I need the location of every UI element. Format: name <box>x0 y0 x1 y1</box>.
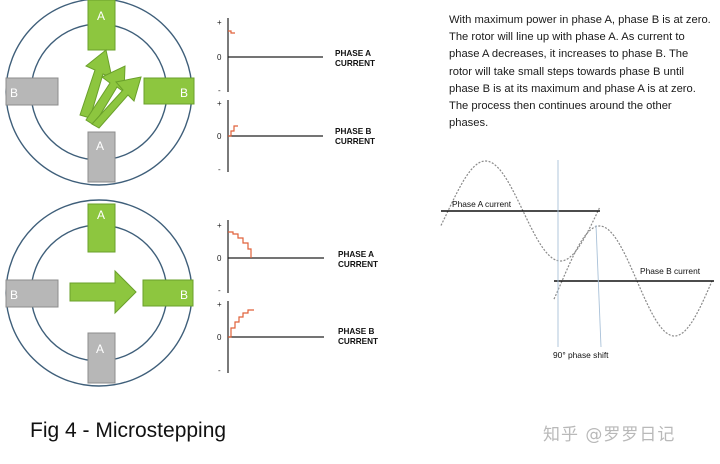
svg-text:+: + <box>217 221 222 230</box>
phase-b-wave <box>553 225 713 337</box>
svg-text:0: 0 <box>217 53 222 62</box>
watermark: 知乎 @罗罗日记 <box>543 425 676 445</box>
pole-a-bottom-label: A <box>96 139 104 153</box>
svg-text:+: + <box>217 18 222 27</box>
graph-top-phase-a: + 0 - PHASE A CURRENT <box>217 18 375 95</box>
pole-a-top <box>87 203 116 253</box>
pole-a-bottom-label: A <box>96 342 104 356</box>
pole-b-left <box>5 77 59 106</box>
phase-b-label: PHASE B <box>335 127 371 136</box>
pole-b-left-label: B <box>10 288 18 302</box>
svg-text:-: - <box>218 165 221 174</box>
pole-b-right <box>143 77 195 105</box>
pole-a-bottom <box>87 131 116 183</box>
pole-b-right-label: B <box>180 86 188 100</box>
svg-text:0: 0 <box>217 333 222 342</box>
svg-text:+: + <box>217 300 222 309</box>
phase-b-label-2: CURRENT <box>338 337 378 346</box>
pole-a-top-label: A <box>97 208 105 222</box>
step-curve <box>228 125 238 137</box>
step-curve <box>228 30 235 34</box>
phase-shift-diagram: Phase A current Phase B current 90° phas… <box>440 160 714 360</box>
svg-text:-: - <box>218 366 221 375</box>
step-curve <box>228 309 254 338</box>
phase-b-label: PHASE B <box>338 327 374 336</box>
rotor-arrow-3 <box>91 76 142 129</box>
phase-a-current-label: Phase A current <box>452 199 512 209</box>
step-curve <box>228 231 252 258</box>
phase-b-current-label: Phase B current <box>640 266 701 276</box>
pole-b-left-label: B <box>10 86 18 100</box>
pole-a-bottom <box>87 332 116 384</box>
graph-top-phase-b: + 0 - PHASE B CURRENT <box>217 99 375 174</box>
shift-marker-2 <box>595 224 602 348</box>
pole-b-left <box>5 279 59 308</box>
svg-text:-: - <box>218 286 221 295</box>
svg-text:+: + <box>217 99 222 108</box>
svg-text:0: 0 <box>217 254 222 263</box>
pole-a-top-label: A <box>97 9 105 23</box>
rotor-arrow <box>69 269 137 315</box>
motor-top: A B A B <box>5 0 195 186</box>
phase-a-label-2: CURRENT <box>338 260 378 269</box>
svg-text:-: - <box>218 86 221 95</box>
phase-b-label-2: CURRENT <box>335 137 375 146</box>
graph-bottom-phase-b: + 0 - PHASE B CURRENT <box>217 300 378 375</box>
pole-a-top <box>87 0 116 51</box>
phase-a-label: PHASE A <box>338 250 374 259</box>
graph-bottom-phase-a: + 0 - PHASE A CURRENT <box>217 220 378 295</box>
phase-shift-label: 90° phase shift <box>553 350 609 360</box>
phase-a-wave <box>440 160 601 262</box>
pole-b-right <box>142 279 194 307</box>
phase-a-label: PHASE A <box>335 49 371 58</box>
pole-b-right-label: B <box>180 288 188 302</box>
phase-a-label-2: CURRENT <box>335 59 375 68</box>
motor-bottom: A B A B <box>5 199 194 387</box>
svg-text:0: 0 <box>217 132 222 141</box>
figure-caption: Fig 4 - Microstepping <box>30 419 227 442</box>
description-text: With maximum power in phase A, phase B i… <box>449 14 711 130</box>
